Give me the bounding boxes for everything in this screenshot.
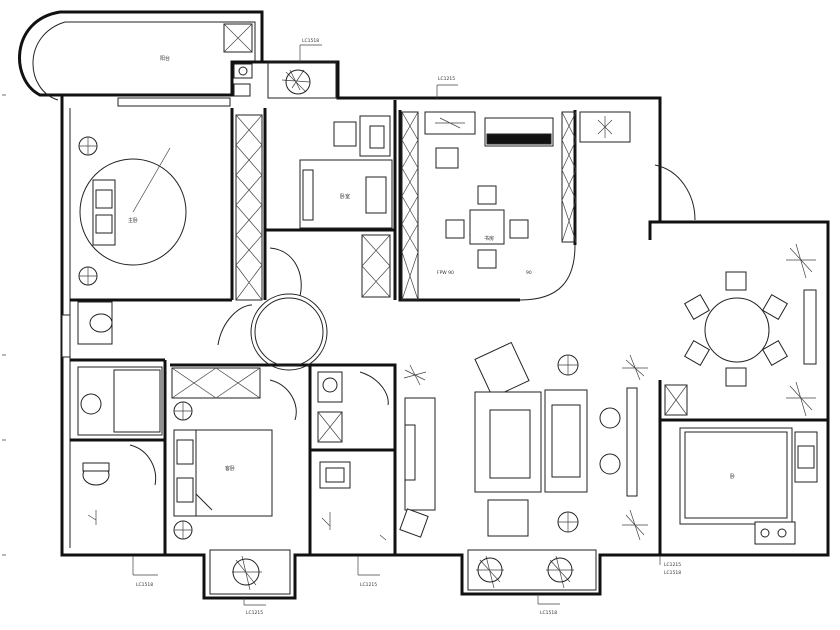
study-note-right: 90 xyxy=(526,270,532,276)
desk xyxy=(77,301,113,345)
desk-chair xyxy=(333,121,357,147)
right-bedroom: 卧 xyxy=(679,427,818,545)
plant-top-balcony xyxy=(267,61,337,99)
foyer xyxy=(217,247,328,421)
window-tags: LC1518 LC1215 LC1518 LC1215 LC1215 LC151… xyxy=(132,38,681,616)
ottoman xyxy=(487,499,529,537)
armchair xyxy=(435,147,459,169)
window-tag-f: LC1518 xyxy=(540,610,557,616)
washer xyxy=(319,461,351,489)
study-label: 书房 xyxy=(484,235,494,242)
bottom-balconies xyxy=(209,549,597,595)
window-tag-c: LC1518 xyxy=(136,582,153,588)
round-rug xyxy=(79,158,187,266)
dining-table xyxy=(704,297,770,363)
bathroom-left xyxy=(77,366,163,525)
wardrobe-left xyxy=(235,114,263,301)
study-note-left: FPW 90 xyxy=(437,270,454,276)
living-room xyxy=(399,341,648,541)
second-bedroom-label: 卧室 xyxy=(340,193,350,200)
guest-bedroom: 客卧 xyxy=(173,401,273,540)
window-tag-g: LC1215 xyxy=(664,562,681,568)
balcony-top-label: 阳台 xyxy=(160,55,170,62)
window-tag-b: LC1215 xyxy=(438,76,455,82)
window-tag-e: LC1215 xyxy=(360,582,377,588)
wardrobe-study xyxy=(401,111,577,301)
interior-walls xyxy=(70,100,828,555)
wardrobe-guest xyxy=(171,234,391,399)
margin-marks xyxy=(2,94,6,556)
window-tag-a: LC1518 xyxy=(302,38,319,44)
second-bedroom: 卧室 xyxy=(299,115,393,229)
window-tag-h: LC1518 xyxy=(664,570,681,576)
guest-bedroom-label: 客卧 xyxy=(225,465,235,472)
balcony-equipment xyxy=(223,23,253,97)
study: FPW 90 90 书房 xyxy=(424,111,631,301)
chair xyxy=(89,313,113,333)
master-bedroom: 阳台 主卧 xyxy=(61,55,231,358)
tea-table xyxy=(469,209,505,245)
armchair xyxy=(474,341,530,399)
basin xyxy=(80,393,102,415)
master-bedroom-label: 主卧 xyxy=(128,217,138,224)
dining xyxy=(654,164,817,417)
window-tag-d: LC1215 xyxy=(246,610,263,616)
right-bedroom-label: 卧 xyxy=(730,473,735,480)
bathroom-middle xyxy=(317,371,389,541)
